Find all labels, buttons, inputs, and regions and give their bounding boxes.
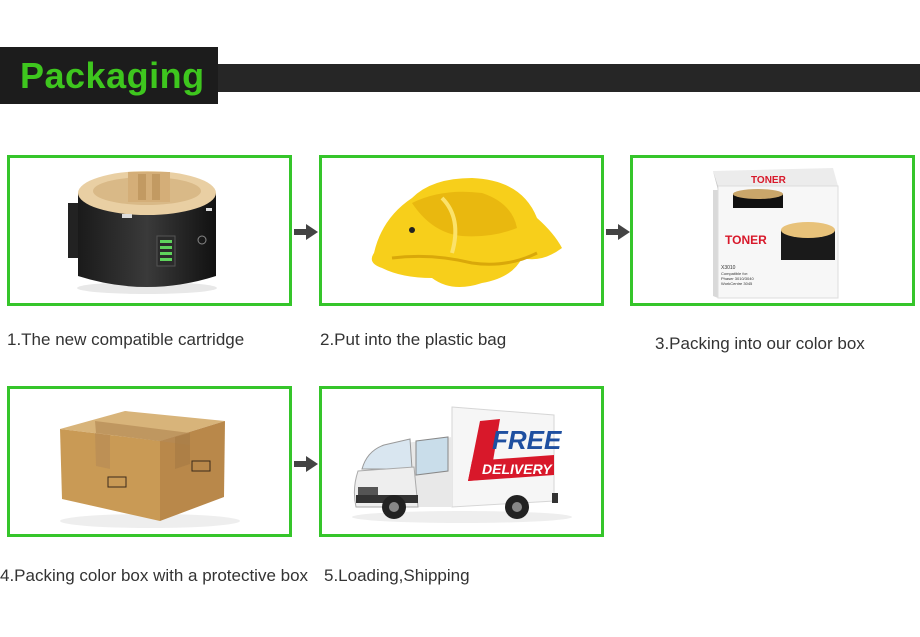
step-2-frame <box>319 155 604 306</box>
delivery-truck-icon: FREE DELIVERY <box>352 406 572 523</box>
step-3-frame: TONER TONER X3010 Compatible for: Phaser… <box>630 155 915 306</box>
arrow-right-icon <box>606 224 630 240</box>
plastic-bag-icon <box>371 178 562 287</box>
page-title: Packaging <box>20 54 205 96</box>
box-compat-line1: Phaser 3010/3040 <box>721 276 754 281</box>
delivery-label: DELIVERY <box>482 461 553 477</box>
box-side-label: TONER <box>725 233 767 247</box>
step-5-caption: 5.Loading,Shipping <box>324 566 470 585</box>
color-box-icon: TONER TONER X3010 Compatible for: Phaser… <box>713 168 839 299</box>
carton-box-icon <box>60 411 240 528</box>
box-model: X3010 <box>721 265 736 271</box>
header-title-box: Packaging <box>0 47 218 104</box>
header-bar <box>218 64 920 92</box>
step-1-frame <box>7 155 292 306</box>
box-compat-line2: WorkCentre 3045 <box>721 281 753 286</box>
arrow-right-icon <box>294 224 318 240</box>
box-compat: Compatible for: <box>721 271 748 276</box>
step-4-frame <box>7 386 292 537</box>
step-1-caption: 1.The new compatible cartridge <box>7 330 245 349</box>
free-label: FREE <box>492 425 562 455</box>
step-4-caption: 4.Packing color box with a protective bo… <box>0 566 309 585</box>
arrow-right-icon <box>294 456 318 472</box>
step-2-caption: 2.Put into the plastic bag <box>320 330 507 349</box>
box-top-label: TONER <box>751 175 787 186</box>
step-5-frame: FREE DELIVERY <box>319 386 604 537</box>
step-3-caption: 3.Packing into our color box <box>655 334 865 353</box>
toner-cartridge-icon <box>68 171 217 294</box>
